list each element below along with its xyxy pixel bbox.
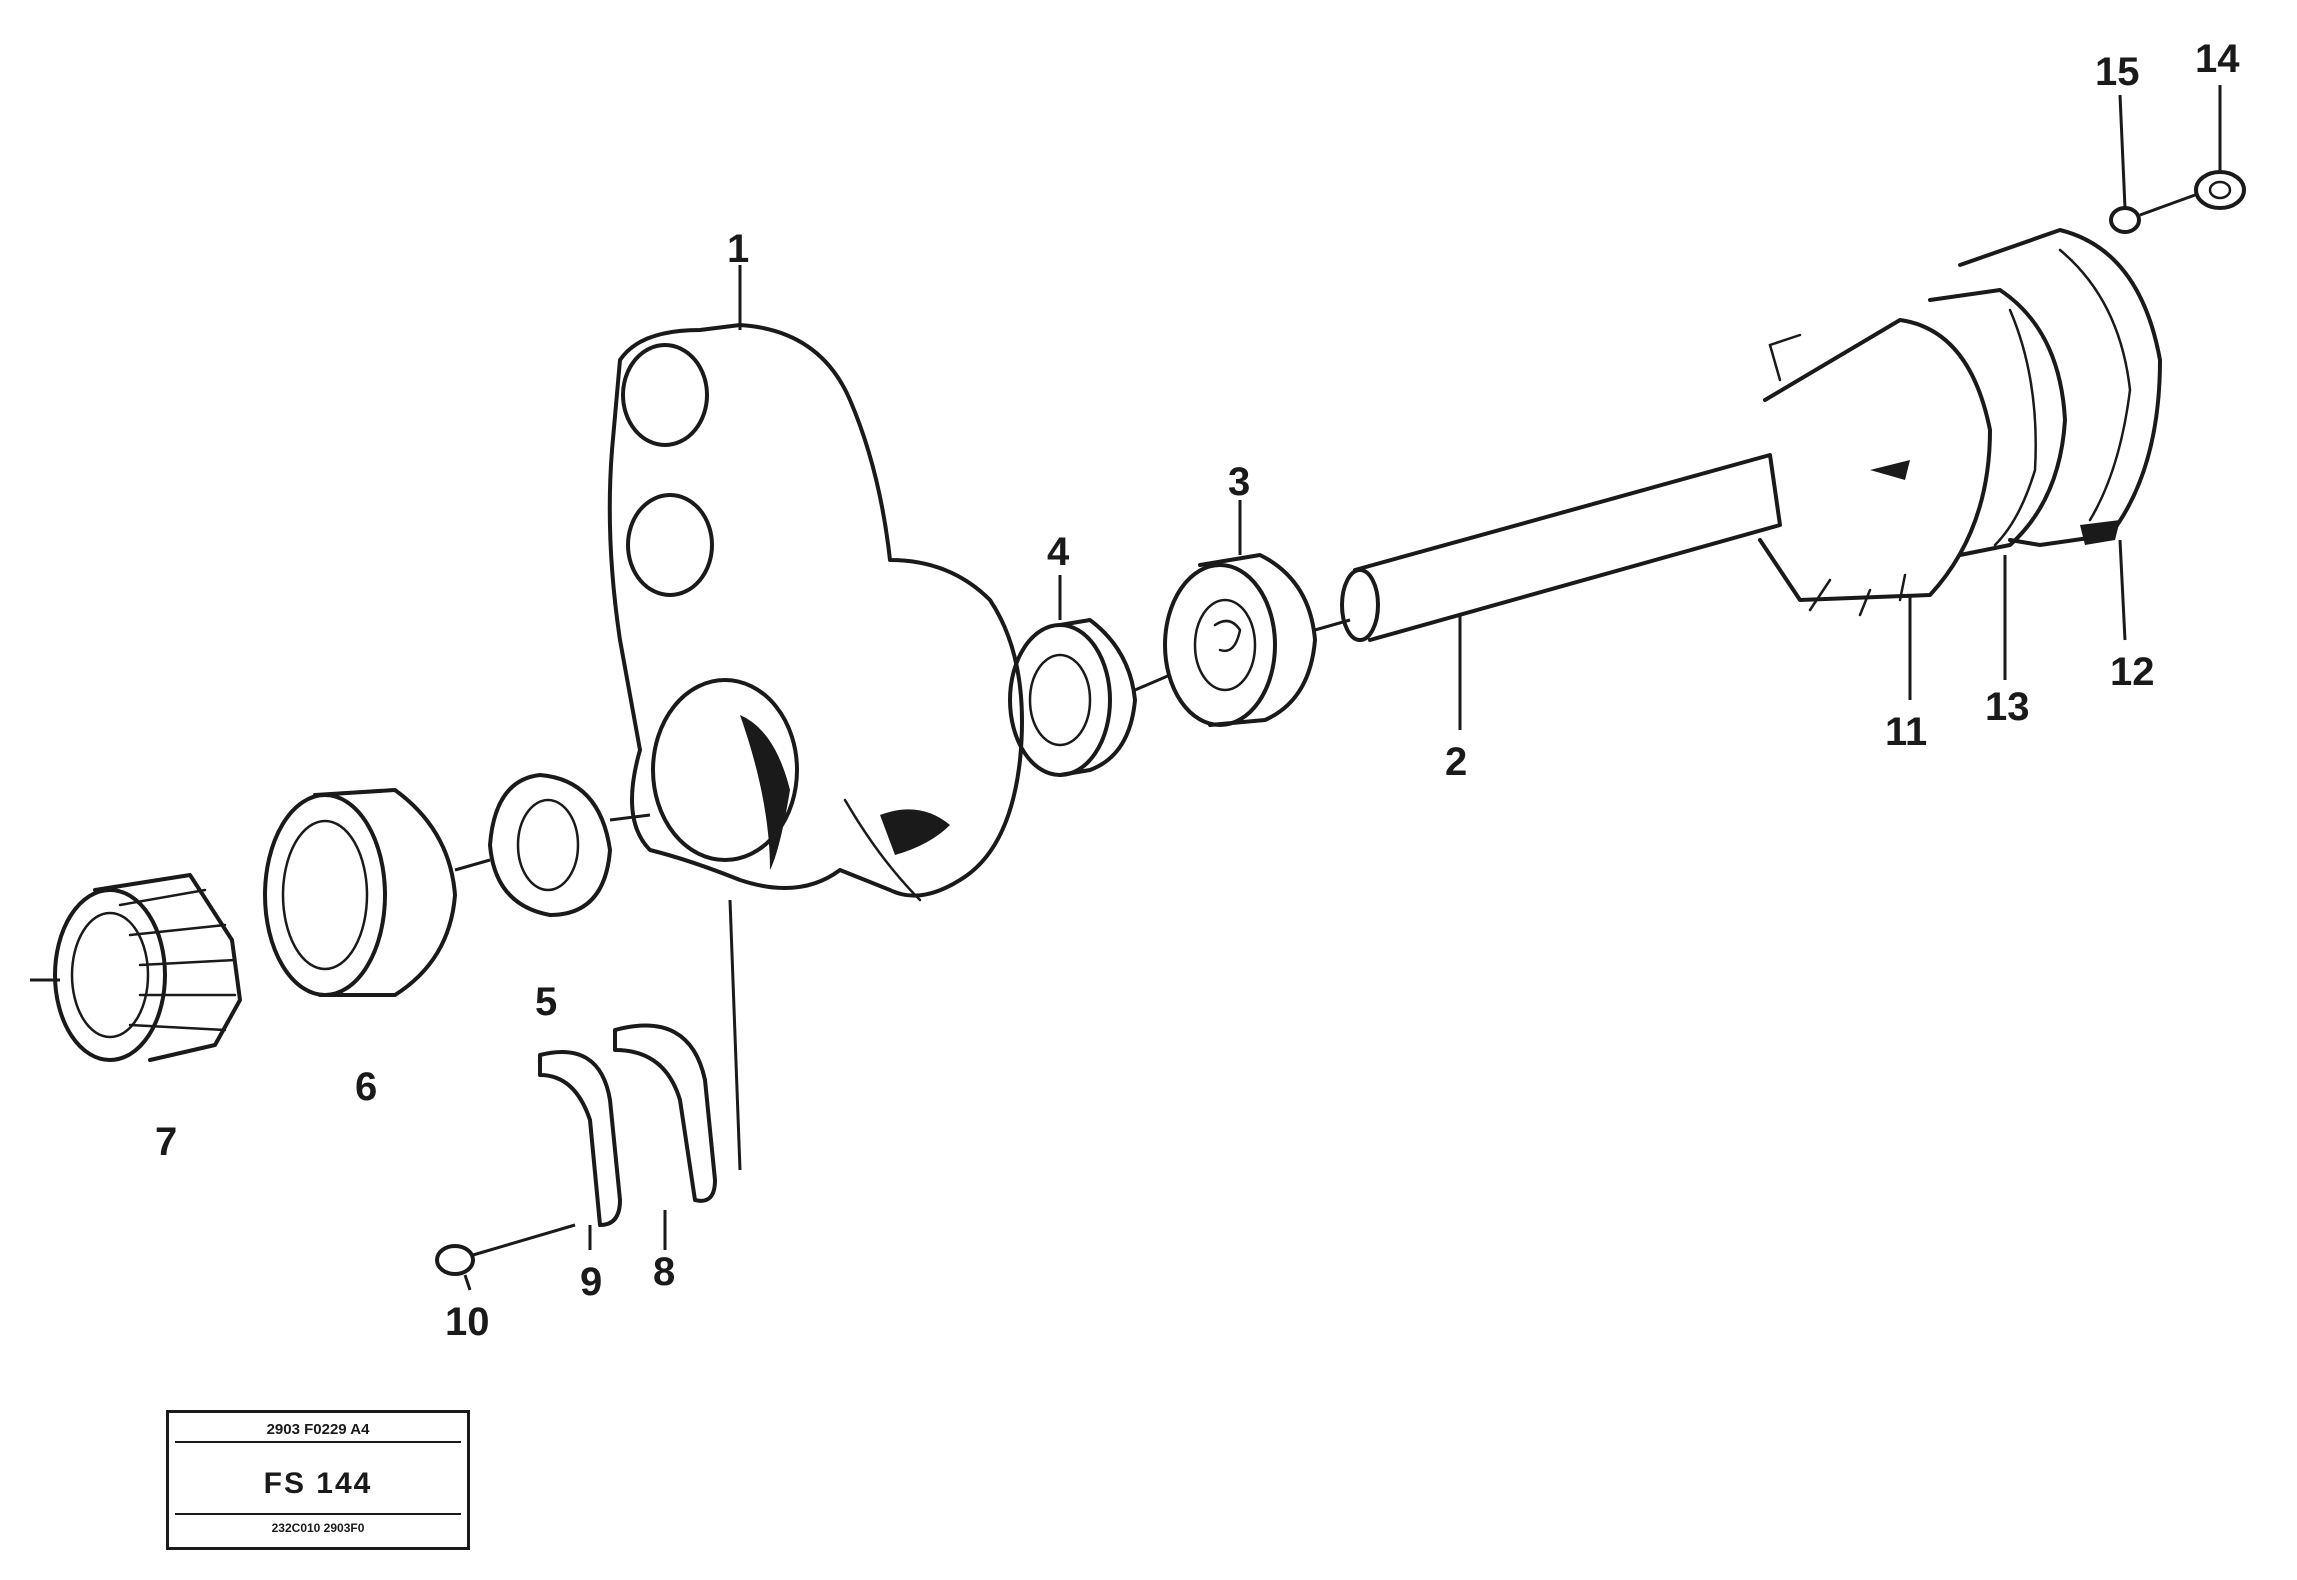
plate-line-4: 232C010 2903F0 [271,1521,365,1535]
plate-code: FS 144 [263,1467,373,1500]
part-15-nut [2109,94,2141,234]
part-10-bolt [435,1223,576,1291]
plate-line-1: 2903 F0229 A4 [266,1421,370,1438]
callout-4: 4 [1047,530,1070,574]
part-13-ring [1928,288,2067,680]
part-8-9-half-shells [538,899,742,1250]
callout-5: 5 [535,980,557,1024]
part-2-shaft [1340,453,1782,730]
callout-10: 10 [445,1300,490,1344]
callout-1: 1 [727,227,749,271]
callout-7: 7 [155,1120,177,1164]
callout-13: 13 [1985,685,2030,729]
part-6-bushing [263,788,491,997]
callout-12: 12 [2110,650,2155,694]
callout-11: 11 [1885,710,1927,754]
callout-6: 6 [355,1065,377,1109]
part-3-hub [1163,500,1351,727]
part-7-toothed-sleeve [30,873,242,1062]
callout-8: 8 [653,1250,675,1294]
part-1-housing [607,265,1024,902]
part-5-washer [488,773,651,917]
drawing-id-plate: 2903 F0229 A4 FS 144 232C010 2903F0 [166,1410,470,1550]
part-12-end-cover [1958,228,2162,641]
callout-15: 15 [2095,50,2140,94]
plate-rule-bottom [175,1513,461,1515]
callout-14: 14 [2195,37,2240,81]
callout-9: 9 [580,1260,602,1304]
part-14-washer [2139,85,2246,217]
plate-rule-top [175,1441,461,1443]
callout-3: 3 [1228,460,1250,504]
part-4-bearing [1008,575,1171,777]
part-11-toothed-hub [1758,318,1992,700]
callout-2: 2 [1445,740,1467,784]
